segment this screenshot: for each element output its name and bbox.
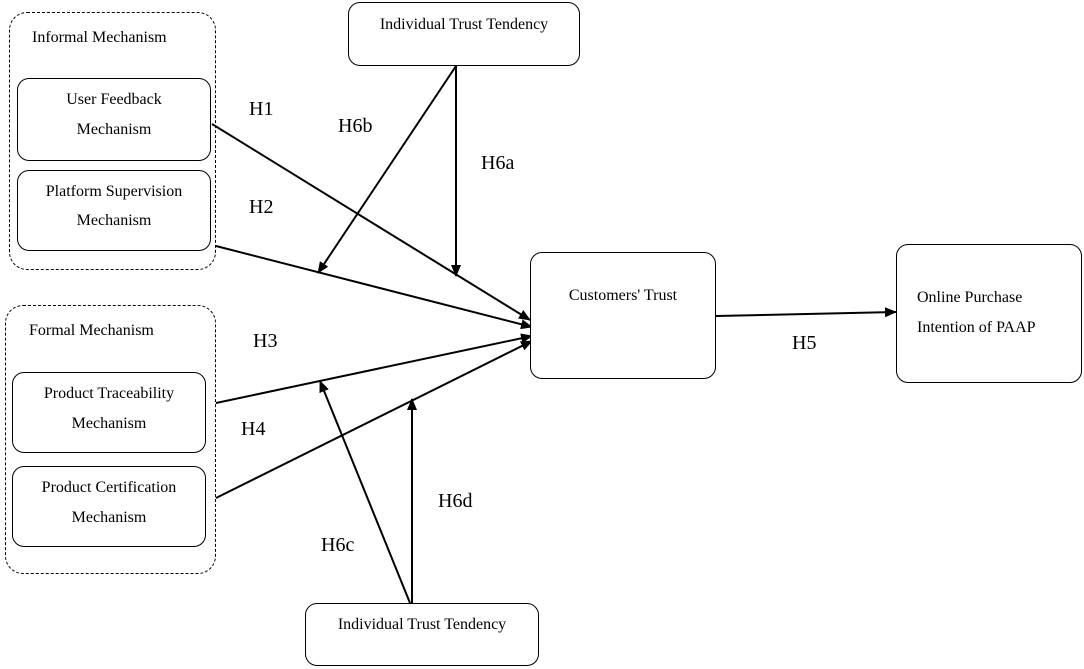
formal-mechanism-title: Formal Mechanism [29,322,154,339]
individual-trust-tendency-top-box: Individual Trust Tendency [348,2,580,66]
arrow-h2 [215,245,533,330]
hypothesis-h4-label: H4 [241,418,266,440]
hypothesis-h2-label: H2 [249,196,274,218]
customers-trust-box: Customers' Trust [530,252,716,379]
hypothesis-h6d-label: H6d [438,490,473,512]
online-purchase-intention-box: Online Purchase Intention of PAAP [896,244,1082,383]
hypothesis-h6b-label: H6b [338,115,373,137]
user-feedback-line2: Mechanism [76,121,152,138]
informal-mechanism-group: Informal Mechanism [9,12,216,270]
platform-supervision-mechanism-box: Platform Supervision Mechanism [17,170,211,251]
hypothesis-h1-label: H1 [249,98,274,120]
individual-trust-tendency-bottom-box: Individual Trust Tendency [305,603,539,666]
formal-mechanism-group: Formal Mechanism [5,305,216,574]
platform-supervision-line1: Platform Supervision [45,183,183,200]
hypothesis-h6a-label: H6a [481,152,515,174]
product-certification-mechanism-box: Product Certification Mechanism [12,466,206,547]
hypothesis-h3-label: H3 [253,330,278,352]
purchase-intention-line1: Online Purchase [917,289,1023,306]
arrow-h5 [715,307,897,318]
customers-trust-label: Customers' Trust [568,287,678,304]
arrow-h3 [215,333,533,404]
individual-trust-tendency-bottom-label: Individual Trust Tendency [337,616,507,633]
arrow-h4 [215,340,533,499]
user-feedback-mechanism-box: User Feedback Mechanism [17,78,211,161]
platform-supervision-line2: Mechanism [76,212,152,229]
arrow-h6c [319,380,411,604]
hypothesis-h5-label: H5 [792,332,817,354]
informal-mechanism-title: Informal Mechanism [32,29,167,46]
purchase-intention-line2: Intention of PAAP [917,319,1036,336]
individual-trust-tendency-top-label: Individual Trust Tendency [379,16,549,33]
product-traceability-mechanism-box: Product Traceability Mechanism [12,372,206,453]
product-certification-line1: Product Certification [41,479,177,496]
user-feedback-line1: User Feedback [66,91,162,108]
hypothesis-h6c-label: H6c [321,534,355,556]
product-traceability-line2: Mechanism [71,415,147,432]
product-certification-line2: Mechanism [71,509,147,526]
product-traceability-line1: Product Traceability [43,385,175,402]
arrow-h1 [211,123,531,321]
arrow-h6b [317,65,457,274]
